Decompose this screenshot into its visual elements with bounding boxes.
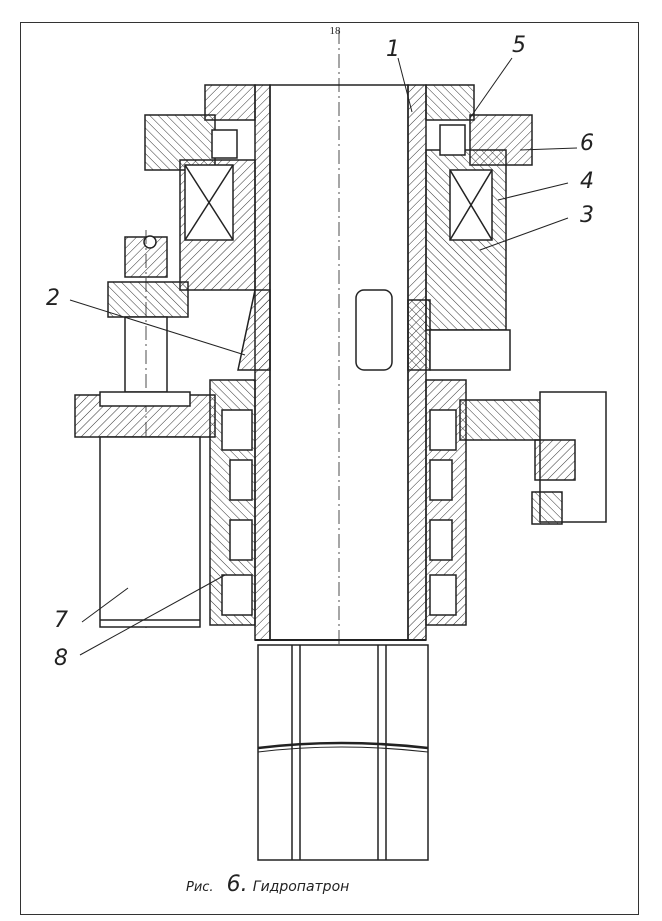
caption-number: 6.	[226, 872, 248, 897]
caption-title: Гидропатрон	[252, 879, 350, 895]
callout-3: 3	[580, 203, 594, 228]
caption-prefix: Рис.	[186, 880, 214, 895]
callout-4: 4	[580, 169, 594, 194]
callout-1: 1	[386, 37, 400, 62]
callout-8: 8	[54, 646, 68, 671]
page-frame	[20, 22, 639, 915]
upper-housing	[144, 84, 533, 371]
lower-cylinder	[257, 644, 429, 861]
leader-lines	[69, 57, 578, 656]
callout-6: 6	[580, 131, 594, 156]
page-number: 18	[329, 25, 341, 37]
callout-7: 7	[54, 608, 68, 633]
callout-2: 2	[46, 286, 60, 311]
callout-5: 5	[512, 33, 526, 58]
motor-gear-assembly	[74, 230, 216, 630]
lower-housing	[209, 379, 607, 626]
callout-numbers: 1 5 6 4 3 2 7 8	[46, 33, 594, 671]
figure-caption: Рис. 6. Гидропатрон	[186, 872, 349, 897]
